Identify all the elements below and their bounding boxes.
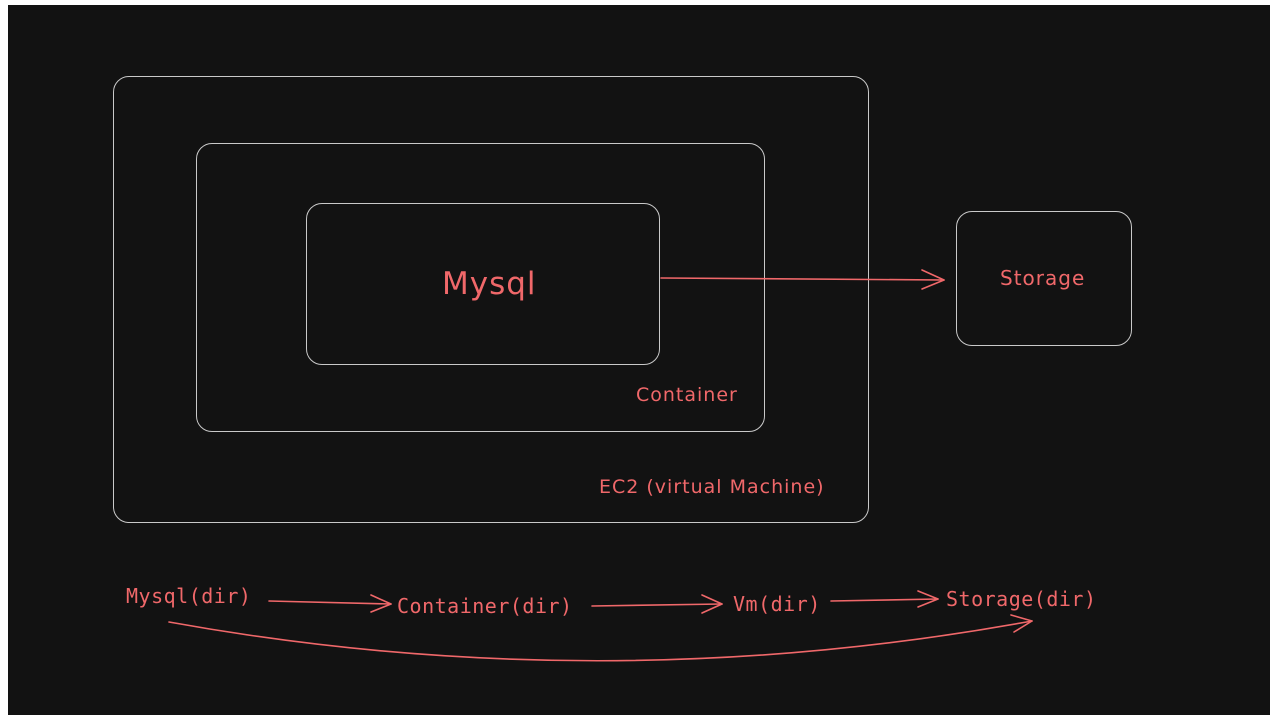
- flow-node-vm-dir: Vm(dir): [733, 592, 821, 616]
- mysql-box: [306, 203, 660, 365]
- container-label: Container: [636, 384, 738, 406]
- mysql-label: Mysql: [442, 266, 537, 302]
- arrow-mysql-to-storage: [660, 269, 945, 290]
- flow-node-container-dir: Container(dir): [397, 594, 573, 618]
- ec2-box: [113, 76, 869, 523]
- container-box: [196, 143, 765, 432]
- diagram-canvas: [8, 5, 1270, 715]
- arrow-vm-dir-to-storage-dir: [830, 590, 939, 608]
- arrow-container-dir-to-vm-dir: [591, 594, 723, 614]
- arrow-curved-mysql-dir-to-storage-dir: [168, 614, 1033, 662]
- flow-node-mysql-dir: Mysql(dir): [126, 584, 252, 608]
- storage-label: Storage: [1000, 266, 1086, 290]
- arrow-mysql-dir-to-container-dir: [268, 594, 392, 613]
- storage-box: [956, 211, 1132, 346]
- flow-node-storage-dir: Storage(dir): [946, 587, 1097, 611]
- ec2-label: EC2 (virtual Machine): [599, 476, 825, 498]
